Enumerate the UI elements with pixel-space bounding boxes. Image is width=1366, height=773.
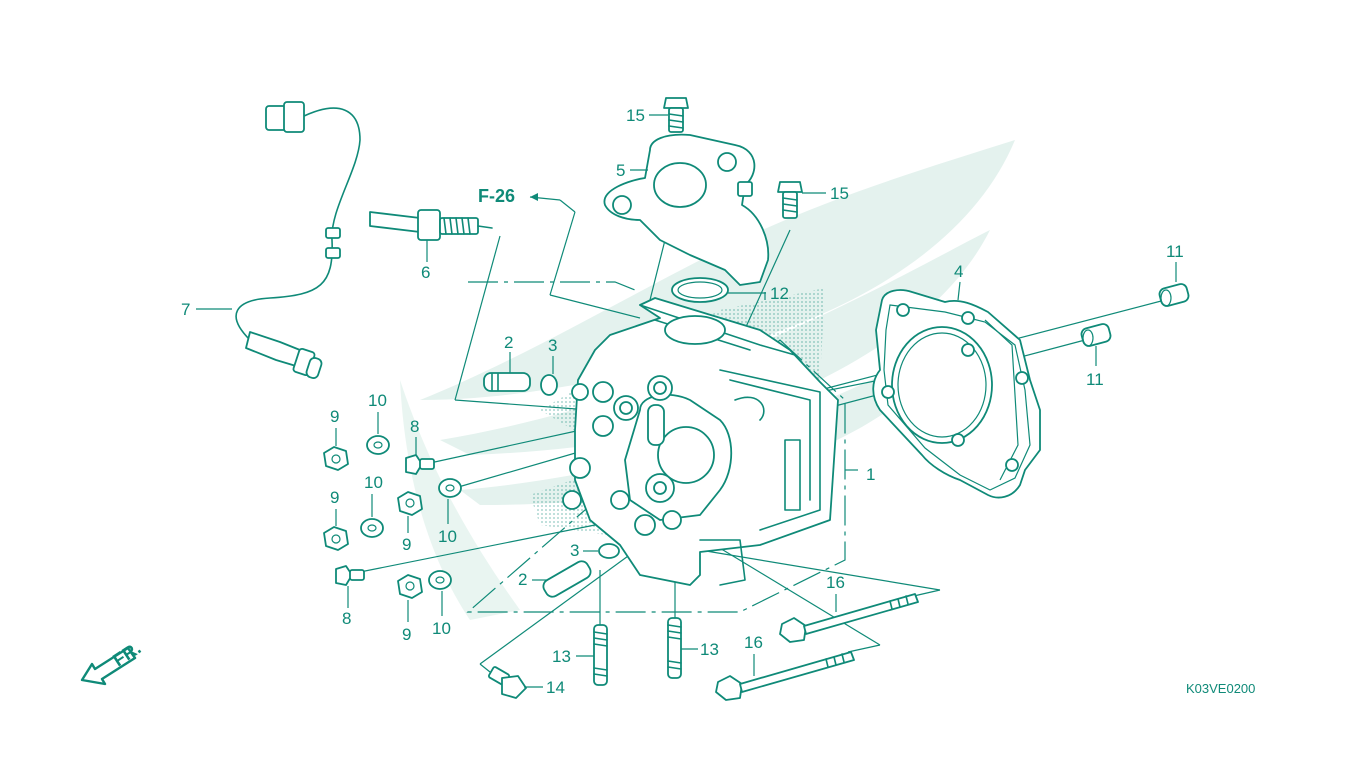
- callout-9-c: 9: [402, 535, 411, 554]
- callout-9-b: 9: [330, 488, 339, 507]
- callout-10-a: 10: [368, 391, 387, 410]
- callout-16-upper: 16: [826, 573, 845, 592]
- long-bolt-upper: [779, 593, 919, 643]
- cylinder-head: [562, 297, 839, 586]
- callout-8-upper: 8: [410, 417, 419, 436]
- callout-11-upper: 11: [1166, 242, 1184, 261]
- flange-bolt-upper: [663, 97, 689, 133]
- callout-5: 5: [616, 161, 625, 180]
- callout-10-c: 10: [438, 527, 457, 546]
- callout-13-right: 13: [700, 640, 719, 659]
- washers: [360, 435, 462, 590]
- dowel-pins: [1080, 283, 1190, 347]
- callout-1: 1: [866, 465, 875, 484]
- bolt-upper-8: [405, 454, 435, 475]
- callout-7: 7: [181, 300, 190, 319]
- assembly-frame: [466, 281, 846, 613]
- diagram-code: K03VE0200: [1186, 681, 1255, 696]
- spark-plug: [369, 209, 493, 241]
- flange-bolt-right: [777, 181, 803, 219]
- callout-9-d: 9: [402, 625, 411, 644]
- callout-14: 14: [546, 678, 565, 697]
- callout-2-lower: 2: [518, 570, 527, 589]
- seal-ring-lower: [598, 543, 620, 559]
- nuts: [323, 446, 423, 599]
- callout-8-lower: 8: [342, 609, 351, 628]
- long-bolt-lower: [715, 651, 855, 701]
- stud-dowel-upper: [483, 372, 531, 392]
- bolt-14: [488, 666, 527, 699]
- o2-sensor: [235, 101, 361, 379]
- callout-3-upper: 3: [548, 336, 557, 355]
- callout-16-lower: 16: [744, 633, 763, 652]
- callout-11-lower: 11: [1086, 370, 1104, 389]
- studs: [593, 617, 682, 686]
- head-gasket: [872, 289, 1041, 499]
- callout-labels: 1 2 2 3 3 4 5 6 7 8 8 9 9 9 9 10 10 10 1…: [181, 106, 1184, 697]
- callout-3-lower: 3: [570, 541, 579, 560]
- insulator: [603, 133, 770, 286]
- callout-9-a: 9: [330, 407, 339, 426]
- callout-10-d: 10: [432, 619, 451, 638]
- callout-10-b: 10: [364, 473, 383, 492]
- callout-12: 12: [770, 284, 789, 303]
- reference-label: F-26: [478, 186, 515, 206]
- callout-4: 4: [954, 262, 963, 281]
- callout-6: 6: [421, 263, 430, 282]
- callout-15-right: 15: [830, 184, 849, 203]
- stud-dowel-lower: [542, 560, 592, 598]
- callout-15-upper: 15: [626, 106, 645, 125]
- callout-13-left: 13: [552, 647, 571, 666]
- bolt-lower-8: [335, 565, 365, 586]
- callout-2-upper: 2: [504, 333, 513, 352]
- seal-ring-upper: [540, 374, 558, 396]
- front-direction-arrow: FR.: [80, 638, 145, 686]
